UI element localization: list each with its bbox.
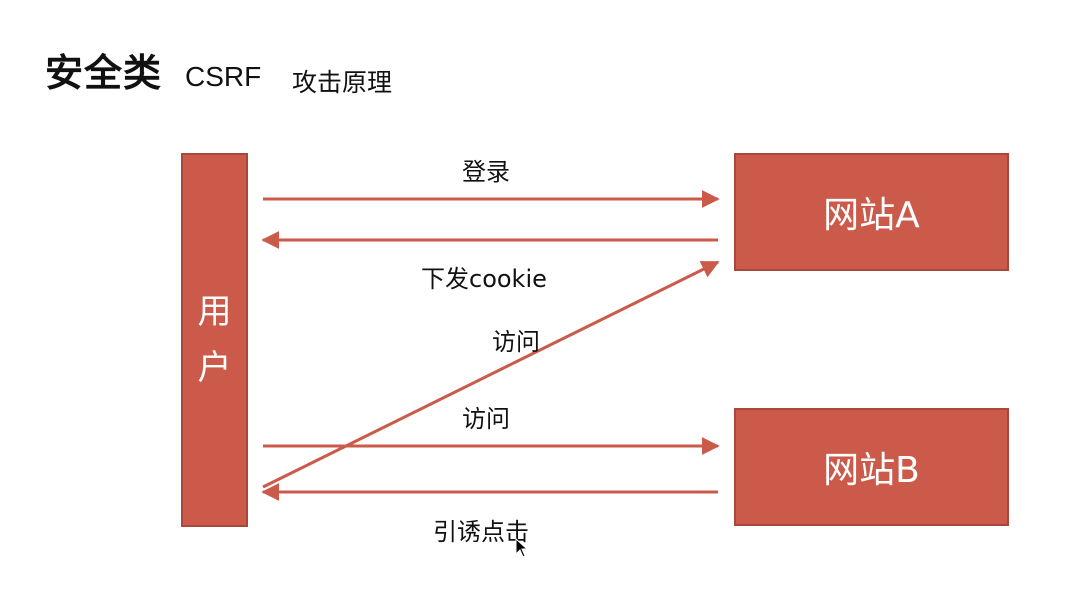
user-node-label-1: 用	[197, 292, 232, 332]
arrow-visit-a	[262, 260, 720, 489]
site-b-node: 网站B	[734, 408, 1009, 526]
edge-label-lure-click: 引诱点击	[433, 518, 529, 546]
edge-label-visit-b: 访问	[462, 405, 510, 433]
mouse-cursor-icon	[515, 538, 529, 558]
user-node-label-2: 户	[197, 348, 232, 388]
edge-label-login: 登录	[462, 158, 510, 186]
edge-label-visit-a: 访问	[492, 328, 540, 356]
slide-title: 安全类	[45, 51, 163, 95]
slide-subtitle-principle: 攻击原理	[292, 68, 393, 97]
slide-subtitle-csrf: CSRF	[185, 61, 262, 92]
site-a-label: 网站A	[823, 195, 920, 236]
user-node: 用 户	[181, 153, 248, 527]
edge-label-cookie: 下发cookie	[421, 265, 547, 293]
site-a-node: 网站A	[734, 153, 1009, 271]
site-b-label: 网站B	[823, 450, 920, 491]
